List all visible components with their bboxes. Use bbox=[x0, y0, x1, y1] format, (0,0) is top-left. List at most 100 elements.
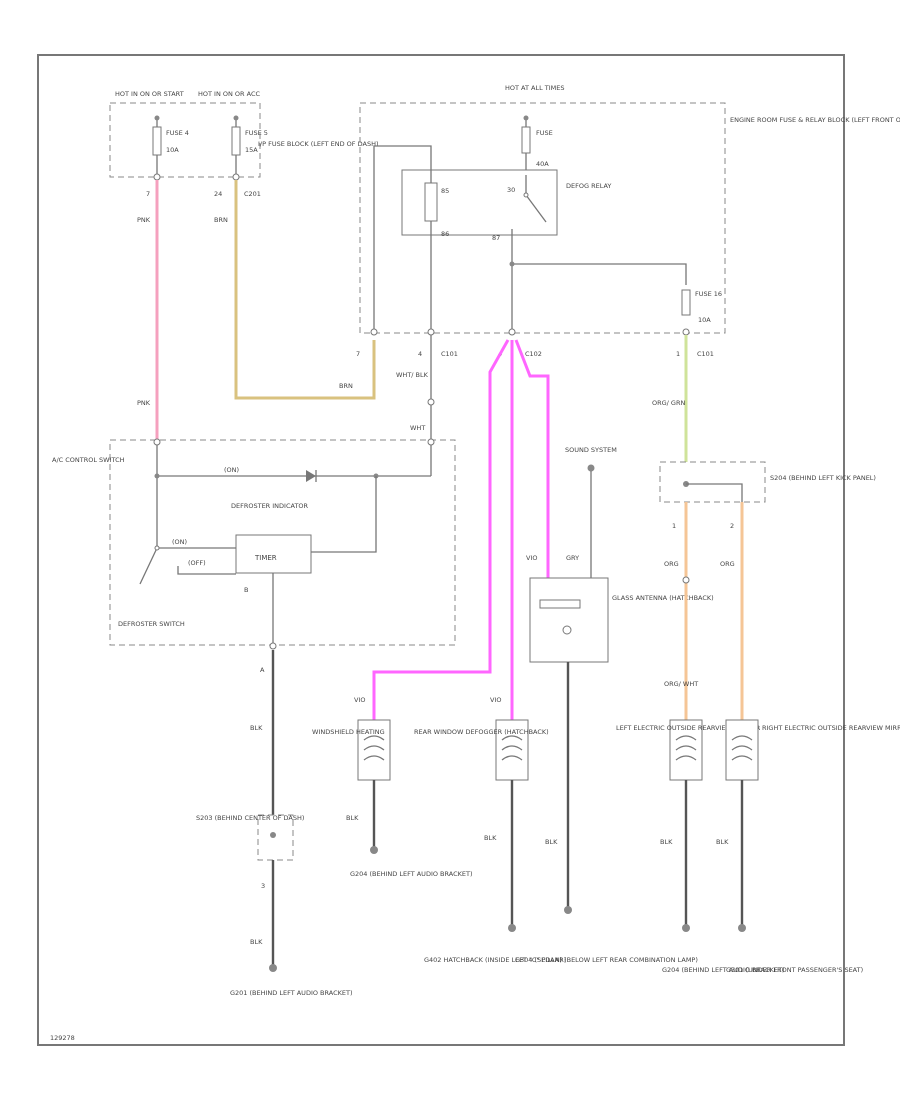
rear-defogger-label: REAR WINDOW DEFOGGER (HATCHBACK) bbox=[414, 728, 549, 736]
blk-label-rear: BLK bbox=[484, 834, 497, 842]
splice-s203-pin: 3 bbox=[261, 882, 265, 890]
relay-pin-86: 86 bbox=[441, 230, 449, 238]
diagram-id: 129278 bbox=[50, 1034, 75, 1042]
splice-pin-2: 2 bbox=[730, 522, 734, 530]
c101b-pin1: 1 bbox=[676, 350, 680, 358]
switch-pin-b: B bbox=[244, 586, 248, 594]
ground-g304-label: G304 (SEDAN) (BELOW LEFT REAR COMBINATIO… bbox=[515, 956, 698, 964]
fuse5-amp: 15A bbox=[245, 146, 258, 154]
antenna-element-icon bbox=[539, 599, 581, 609]
wht-label: WHT bbox=[410, 424, 425, 432]
diode-icon bbox=[306, 470, 316, 482]
fuse4-amp: 10A bbox=[166, 146, 179, 154]
glass-antenna-box bbox=[529, 577, 609, 663]
vio-label-windshield: VIO bbox=[354, 696, 365, 704]
sound-system-label: SOUND SYSTEM bbox=[565, 446, 617, 454]
diagram-frame bbox=[37, 54, 845, 1046]
vio-wire-antenna bbox=[514, 339, 550, 580]
fuse4-icon bbox=[152, 126, 162, 156]
vio-wire-windshield bbox=[372, 339, 510, 720]
vio-label-rear: VIO bbox=[490, 696, 501, 704]
c201-pin24-label: 24 bbox=[214, 190, 222, 198]
blk-label-antenna: BLK bbox=[545, 838, 558, 846]
defog-fuse-label: FUSE bbox=[536, 129, 553, 137]
timer-box bbox=[235, 534, 312, 574]
mirror-fuse-label: FUSE 16 bbox=[695, 290, 722, 298]
c101-pin7: 7 bbox=[356, 350, 360, 358]
switch-off-label: (OFF) bbox=[188, 559, 206, 567]
gry-label: GRY bbox=[566, 554, 579, 562]
blk-label-windshield: BLK bbox=[346, 814, 359, 822]
switch-on-label-2: (ON) bbox=[172, 538, 187, 546]
fuse4-label: FUSE 4 bbox=[166, 129, 189, 137]
relay-pin-85: 85 bbox=[441, 187, 449, 195]
fuse4-top-node bbox=[154, 115, 160, 121]
sound-system-node bbox=[587, 464, 595, 472]
switch-on-label-1: (ON) bbox=[224, 466, 239, 474]
ground-g204b-label: G204 (BEHIND LEFT AUDIO BRACKET) bbox=[662, 966, 785, 974]
ground-g201-icon bbox=[269, 964, 277, 972]
right-mirror-heater-icon bbox=[731, 735, 753, 761]
pnk-label-1: PNK bbox=[137, 216, 151, 224]
hot-run-label: HOT IN ON OR START bbox=[115, 90, 184, 98]
blk-label-left-mirror: BLK bbox=[660, 838, 673, 846]
ground-g301-icon bbox=[738, 924, 746, 932]
splice-s204-label: S204 (BEHIND LEFT KICK PANEL) bbox=[770, 474, 876, 482]
ip-fuse-block-label: I/P FUSE BLOCK (LEFT END OF DASH) bbox=[258, 140, 379, 148]
defog-fuse-amp: 40A bbox=[536, 160, 549, 168]
ground-g402-icon bbox=[508, 924, 516, 932]
wht-blk-label: WHT/ BLK bbox=[396, 371, 429, 379]
ground-g304-icon bbox=[564, 906, 572, 914]
right-mirror-label: RIGHT ELECTRIC OUTSIDE REARVIEW MIRROR bbox=[762, 724, 900, 732]
defog-relay-label: DEFOG RELAY bbox=[566, 182, 611, 190]
hot-all-label: HOT AT ALL TIMES bbox=[505, 84, 565, 92]
ac-control-label: A/C CONTROL SWITCH bbox=[52, 456, 125, 464]
ip-fuse-block-outline bbox=[109, 102, 261, 178]
switch-pin-a: A bbox=[260, 666, 265, 674]
ground-g402-label: G402 HATCHBACK (INSIDE LEFT "C" PILLAR) bbox=[424, 956, 566, 964]
relay-coil-icon bbox=[424, 182, 438, 222]
brown-wire bbox=[234, 180, 376, 400]
c201-pin7-label: 7 bbox=[146, 190, 150, 198]
vio-label-antenna: VIO bbox=[526, 554, 537, 562]
relay-pin-30: 30 bbox=[507, 186, 515, 194]
defroster-switch-label: DEFROSTER SWITCH bbox=[118, 620, 185, 628]
c201-pin24 bbox=[232, 173, 240, 181]
glass-antenna-label: GLASS ANTENNA (HATCHBACK) bbox=[612, 594, 714, 602]
right-mirror-box bbox=[725, 719, 759, 781]
relay-pin-87: 87 bbox=[492, 234, 500, 242]
org-grn-label: ORG/ GRN bbox=[652, 399, 685, 407]
splice-s203-label: S203 (BEHIND CENTER OF DASH) bbox=[196, 814, 304, 822]
blk-label-1: BLK bbox=[250, 724, 263, 732]
fuse5-label: FUSE 5 bbox=[245, 129, 268, 137]
windshield-heating-label: WINDSHIELD HEATING bbox=[312, 728, 385, 736]
splice-pin-1: 1 bbox=[672, 522, 676, 530]
engine-fuse-block-label: ENGINE ROOM FUSE & RELAY BLOCK (LEFT FRO… bbox=[730, 116, 900, 124]
brn-label-1: BRN bbox=[214, 216, 228, 224]
ground-g204-icon bbox=[370, 846, 378, 854]
c101-label: C101 bbox=[441, 350, 458, 358]
brn-label-2: BRN bbox=[339, 382, 353, 390]
org-label-1: ORG bbox=[664, 560, 679, 568]
fuse5-icon bbox=[231, 126, 241, 156]
ground-g204-label: G204 (BEHIND LEFT AUDIO BRACKET) bbox=[350, 870, 473, 878]
ground-g301-label: G301 (UNDER FRONT PASSENGER'S SEAT) bbox=[726, 966, 863, 974]
engine-fuse-block-outline bbox=[359, 102, 726, 334]
mirror-fuse-amp: 10A bbox=[698, 316, 711, 324]
timer-label: TIMER bbox=[254, 554, 277, 562]
windshield-element-icon bbox=[363, 735, 385, 761]
ground-g204b-icon bbox=[682, 924, 690, 932]
pnk-label-2: PNK bbox=[137, 399, 151, 407]
c101b-label: C101 bbox=[697, 350, 714, 358]
splice-s204-outline bbox=[659, 461, 766, 503]
blk-label-2: BLK bbox=[250, 938, 263, 946]
org-wht-label: ORG/ WHT bbox=[664, 680, 698, 688]
c101-pin4: 4 bbox=[418, 350, 422, 358]
c201-label: C201 bbox=[244, 190, 261, 198]
ground-g201-label: G201 (BEHIND LEFT AUDIO BRACKET) bbox=[230, 989, 353, 997]
defog-fuse-icon bbox=[521, 126, 531, 154]
ac-control-switch-outline bbox=[109, 439, 456, 646]
left-mirror-box bbox=[669, 719, 703, 781]
mirror-fuse-icon bbox=[681, 289, 691, 316]
